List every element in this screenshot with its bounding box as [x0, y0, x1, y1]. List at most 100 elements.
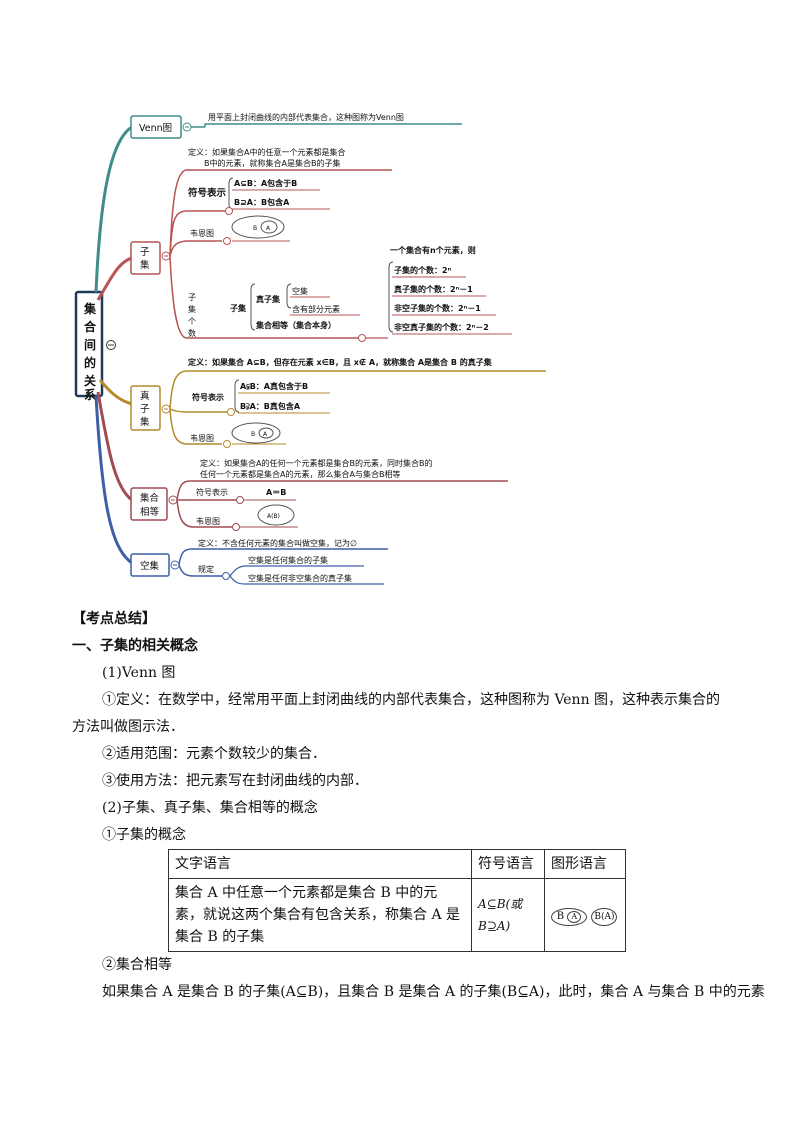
equal-venn-label: 韦恩图: [196, 517, 220, 526]
proper-venn-a: A: [263, 431, 268, 438]
subset-def-2: B中的元素，就称集合A是集合B的子集: [204, 158, 340, 168]
table-header-symbol-lang: 符号语言: [471, 849, 545, 879]
figure-equal-oval: B(A): [591, 908, 618, 926]
empty-rule-collapse-icon[interactable]: [222, 572, 230, 580]
subset-label-2: 集: [140, 259, 150, 271]
root-char-1: 集: [83, 301, 97, 316]
subset-symbol-collapse-icon[interactable]: [225, 207, 233, 215]
venn-title: (1)Venn 图: [102, 665, 176, 681]
table-header-figure-lang: 图形语言: [544, 849, 626, 879]
concept-title: (2)子集、真子集、集合相等的概念: [102, 800, 318, 816]
venn-desc: 用平面上封闭曲线的内部代表集合，这种图称为Venn图: [208, 112, 404, 122]
equal-def-1: 定义：如果集合A的任何一个元素都是集合B的元素，同时集合B的: [200, 458, 432, 468]
subset-sym-2: B⊇A：B包含A: [234, 197, 290, 207]
proper-venn-b: B: [251, 431, 255, 438]
empty-rule-2: 空集是任何非空集合的真子集: [248, 573, 352, 583]
table-row: 集合 A 中任意一个元素都是集合 B 中的元素，就说这两个集合有包含关系，称集合…: [168, 878, 626, 952]
proper-sym-1: A⫋B：A真包含于B: [240, 381, 308, 391]
root-char-4: 的: [84, 355, 96, 370]
subset-count-collapse-icon[interactable]: [358, 334, 366, 342]
branch-empty: [94, 395, 133, 565]
subset-partial: 含有部分元素: [292, 304, 340, 314]
equal-text: 如果集合 A 是集合 B 的子集(A⊆B)，且集合 B 是集合 A 的子集(B⊆…: [102, 984, 765, 1000]
venn-def: ①定义：在数学中，经常用平面上封闭曲线的内部代表集合，这种图称为 Venn 图，…: [72, 692, 721, 735]
subset-count-1: 子集的个数：2ⁿ: [394, 265, 452, 275]
subset-venn-inner: [260, 220, 278, 234]
section1-title: 一、子集的相关概念: [72, 638, 198, 654]
proper-def: 定义：如果集合 A⊆B，但存在元素 x∈B，且 x∉ A，就称集合 A是集合 B…: [187, 357, 493, 367]
equal-symbol-collapse-icon[interactable]: [236, 496, 244, 504]
subset-empty: 空集: [292, 286, 308, 296]
subset-definition-table: 文字语言 符号语言 图形语言 集合 A 中任意一个元素都是集合 B 中的元素，就…: [168, 849, 626, 952]
figure-outer-oval: B A: [551, 908, 587, 926]
equal-def-2: 任何一个元素都是集合A的元素，那么集合A与集合B相等: [200, 469, 400, 479]
svg-text:子: 子: [188, 293, 196, 302]
empty-rule-label: 规定: [198, 564, 214, 574]
subset-concept-title: ①子集的概念: [102, 827, 186, 843]
subset-count-sub: 子集: [230, 303, 247, 313]
subset-venn-label: 韦恩图: [190, 229, 214, 238]
root-char-3: 间: [84, 337, 96, 352]
venn-scope: ②适用范围：元素个数较少的集合．: [102, 746, 326, 762]
figure-outer-label: B: [556, 911, 565, 922]
subset-count-label: 子 集 个 数: [188, 293, 196, 338]
root-label: 集 合 间 的 关 系: [83, 301, 97, 402]
equal-venn-collapse-icon[interactable]: [232, 523, 240, 531]
empty-rule-1: 空集是任何集合的子集: [248, 555, 328, 565]
summary-section: 【考点总结】 一、子集的相关概念 (1)Venn 图 ①定义：在数学中，经常用平…: [72, 606, 765, 1006]
table-cell-symbol-lang: A⊆B(或 B⊇A): [471, 878, 545, 952]
proper-symbol-collapse-icon[interactable]: [227, 408, 235, 416]
subset-proper-label: 真子集: [256, 294, 281, 304]
root-char-6: 系: [84, 387, 96, 402]
figure-inner-oval: A: [567, 911, 582, 923]
figure-equal-label: B(A): [594, 912, 615, 922]
subset-equal-self: 集合相等（集合本身）: [255, 320, 336, 330]
proper-node: [130, 385, 161, 431]
table-header-text-lang: 文字语言: [168, 849, 472, 879]
subset-sym-1: A⊆B：A包含于B: [234, 178, 297, 188]
proper-venn-outer: [231, 422, 281, 444]
venn-label: Venn图: [139, 123, 172, 134]
subset-n-elem: 一个集合有n个元素，则: [390, 245, 476, 255]
proper-venn-inner: [258, 427, 274, 439]
summary-heading: 【考点总结】: [72, 611, 156, 627]
venn-node: [130, 115, 182, 139]
table-header-row: 文字语言 符号语言 图形语言: [168, 849, 626, 879]
subset-count-3: 非空子集的个数：2ⁿ－1: [394, 303, 481, 313]
subset-label-1: 子: [140, 247, 150, 258]
equal-title: ②集合相等: [102, 957, 172, 973]
svg-text:个: 个: [188, 317, 196, 326]
equal-symbol-label: 符号表示: [196, 487, 228, 497]
subset-count-4: 非空真子集的个数：2ⁿ－2: [394, 322, 489, 332]
proper-venn-label: 韦恩图: [190, 434, 214, 443]
subset-venn-collapse-icon[interactable]: [223, 237, 231, 245]
subset-def-1: 定义：如果集合A中的任意一个元素都是集合: [188, 147, 345, 157]
proper-label: 真 子 集: [140, 390, 150, 428]
root-node: [74, 290, 104, 398]
equal-sym: A＝B: [266, 488, 286, 497]
table-cell-figure-lang: B A B(A): [544, 878, 626, 952]
subset-venn-a: A: [266, 225, 271, 232]
branch-proper: [98, 379, 133, 406]
equal-venn-text: A(B): [267, 513, 280, 520]
figure-inner-label: A: [571, 912, 578, 921]
svg-text:数: 数: [188, 328, 196, 338]
svg-text:子: 子: [140, 404, 150, 415]
proper-venn-collapse-icon[interactable]: [223, 440, 231, 448]
equal-label-2: 相等: [140, 506, 160, 518]
subset-symbol-label: 符号表示: [188, 187, 227, 199]
svg-text:集: 集: [188, 304, 196, 314]
venn-use: ③使用方法：把元素写在封闭曲线的内部．: [102, 773, 368, 789]
branch-equal: [96, 391, 133, 502]
symbol-lang-line-2: B⊇A): [478, 919, 511, 933]
equal-label-1: 集合: [140, 492, 160, 504]
symbol-lang-line-1: A⊆B(或: [478, 897, 523, 911]
proper-symbol-label: 符号表示: [192, 392, 224, 402]
subset-count-2: 真子集的个数：2ⁿ－1: [394, 284, 473, 294]
root-char-2: 合: [84, 319, 97, 334]
mind-map: 集 合 间 的 关 系 Venn图 用平面上封闭曲线的内部代表集合，这种图称为V…: [74, 112, 546, 585]
empty-def: 定义：不含任何元素的集合叫做空集，记为∅: [198, 538, 357, 548]
svg-text:真: 真: [140, 390, 150, 402]
svg-text:集: 集: [140, 416, 150, 428]
table-cell-text-lang: 集合 A 中任意一个元素都是集合 B 中的元素，就说这两个集合有包含关系，称集合…: [168, 878, 472, 952]
